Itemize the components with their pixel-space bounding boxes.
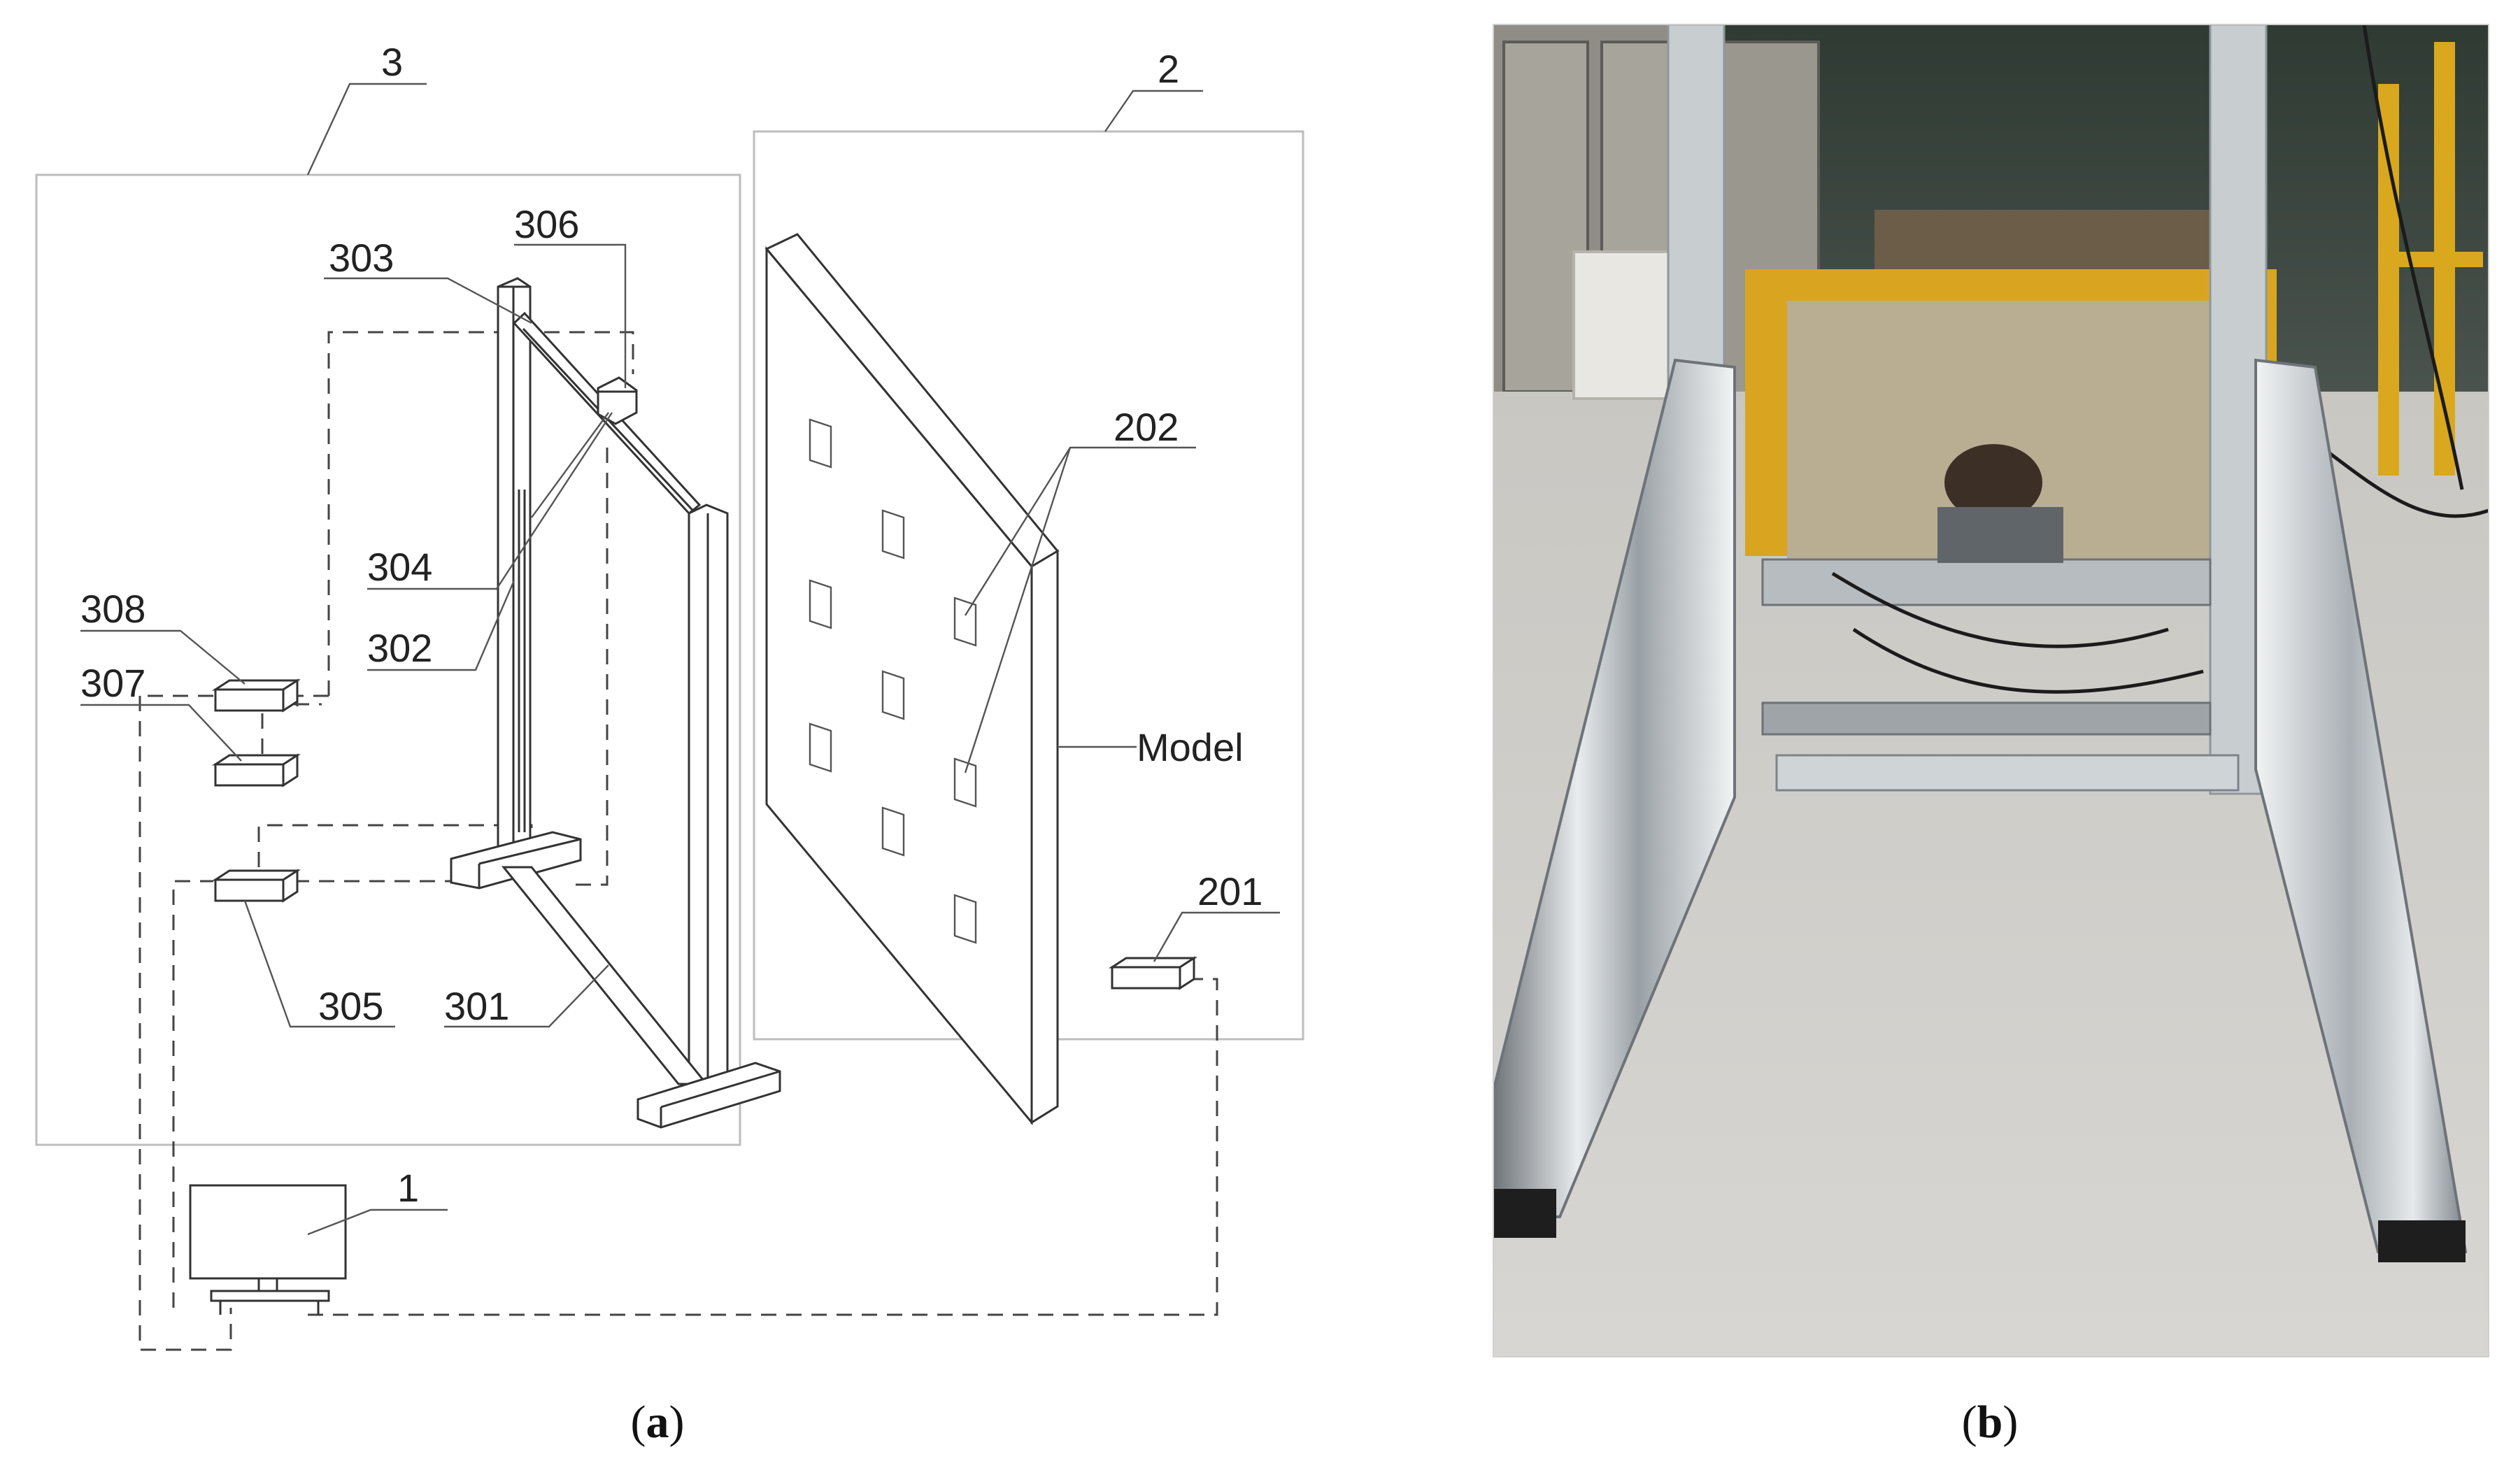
label-305: 305 xyxy=(318,984,383,1028)
label-307: 307 xyxy=(80,661,145,705)
frame-assembly xyxy=(450,277,781,1129)
label-3: 3 xyxy=(381,40,403,84)
panel-b-photo: (b) xyxy=(1493,24,2489,1448)
label-308: 308 xyxy=(80,587,145,631)
computer-monitor xyxy=(189,1184,347,1315)
device-boxes xyxy=(211,678,1198,990)
model-panel xyxy=(764,233,1060,1126)
leader-3 xyxy=(306,83,427,176)
label-1: 1 xyxy=(397,1166,419,1210)
caption-a: (a) xyxy=(631,1397,685,1448)
label-202: 202 xyxy=(1114,405,1179,449)
panel-a-schematic: 3 2 306 303 304 302 308 307 305 301 202 … xyxy=(35,40,1304,1448)
label-model: Model xyxy=(1137,725,1244,769)
label-2: 2 xyxy=(1158,47,1179,91)
caption-b: (b) xyxy=(1962,1397,2019,1448)
label-301: 301 xyxy=(444,984,509,1028)
label-303: 303 xyxy=(329,236,394,280)
label-304: 304 xyxy=(367,545,432,589)
label-302: 302 xyxy=(367,626,432,670)
dashed-wiring xyxy=(138,331,1218,1351)
group-3-boundary xyxy=(35,173,741,1146)
leader-lines xyxy=(80,243,1280,1236)
label-306: 306 xyxy=(514,202,579,246)
leader-2 xyxy=(1104,90,1203,132)
label-201: 201 xyxy=(1197,869,1262,913)
labels: 3 2 306 303 304 302 308 307 305 301 202 … xyxy=(80,40,1262,1210)
